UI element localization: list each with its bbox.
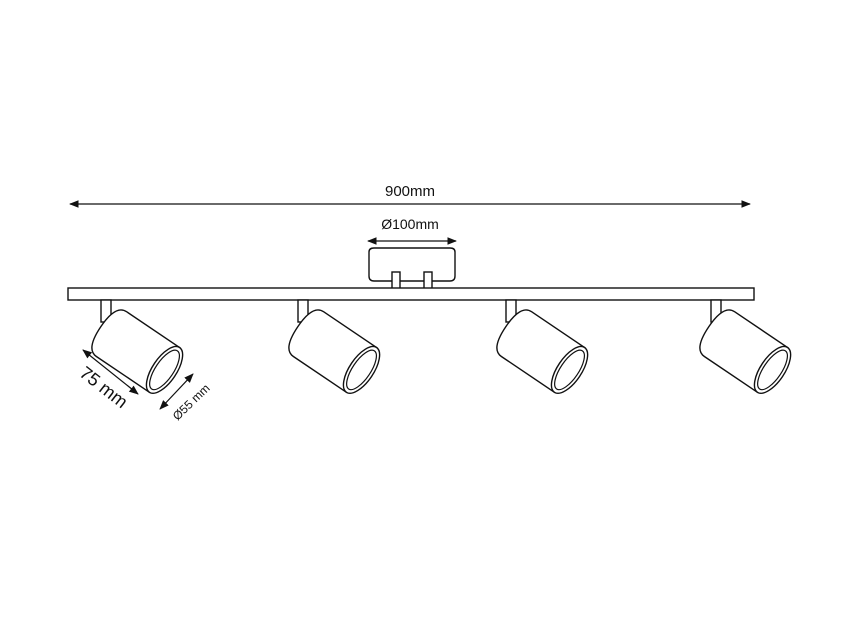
base-diameter-dimension: Ø100mm bbox=[367, 216, 457, 245]
length-label: 900mm bbox=[385, 183, 435, 200]
mounting-bar bbox=[67, 287, 755, 301]
length-dimension: 900mm bbox=[69, 183, 751, 208]
base-diameter-label: Ø100mm bbox=[381, 216, 439, 232]
spotlight-2 bbox=[288, 299, 381, 394]
ceiling-canopy bbox=[368, 247, 456, 290]
spotlight-4 bbox=[699, 299, 792, 394]
spotlight-3 bbox=[496, 299, 589, 394]
spot-diameter-label: Ø55 mm bbox=[170, 381, 213, 423]
